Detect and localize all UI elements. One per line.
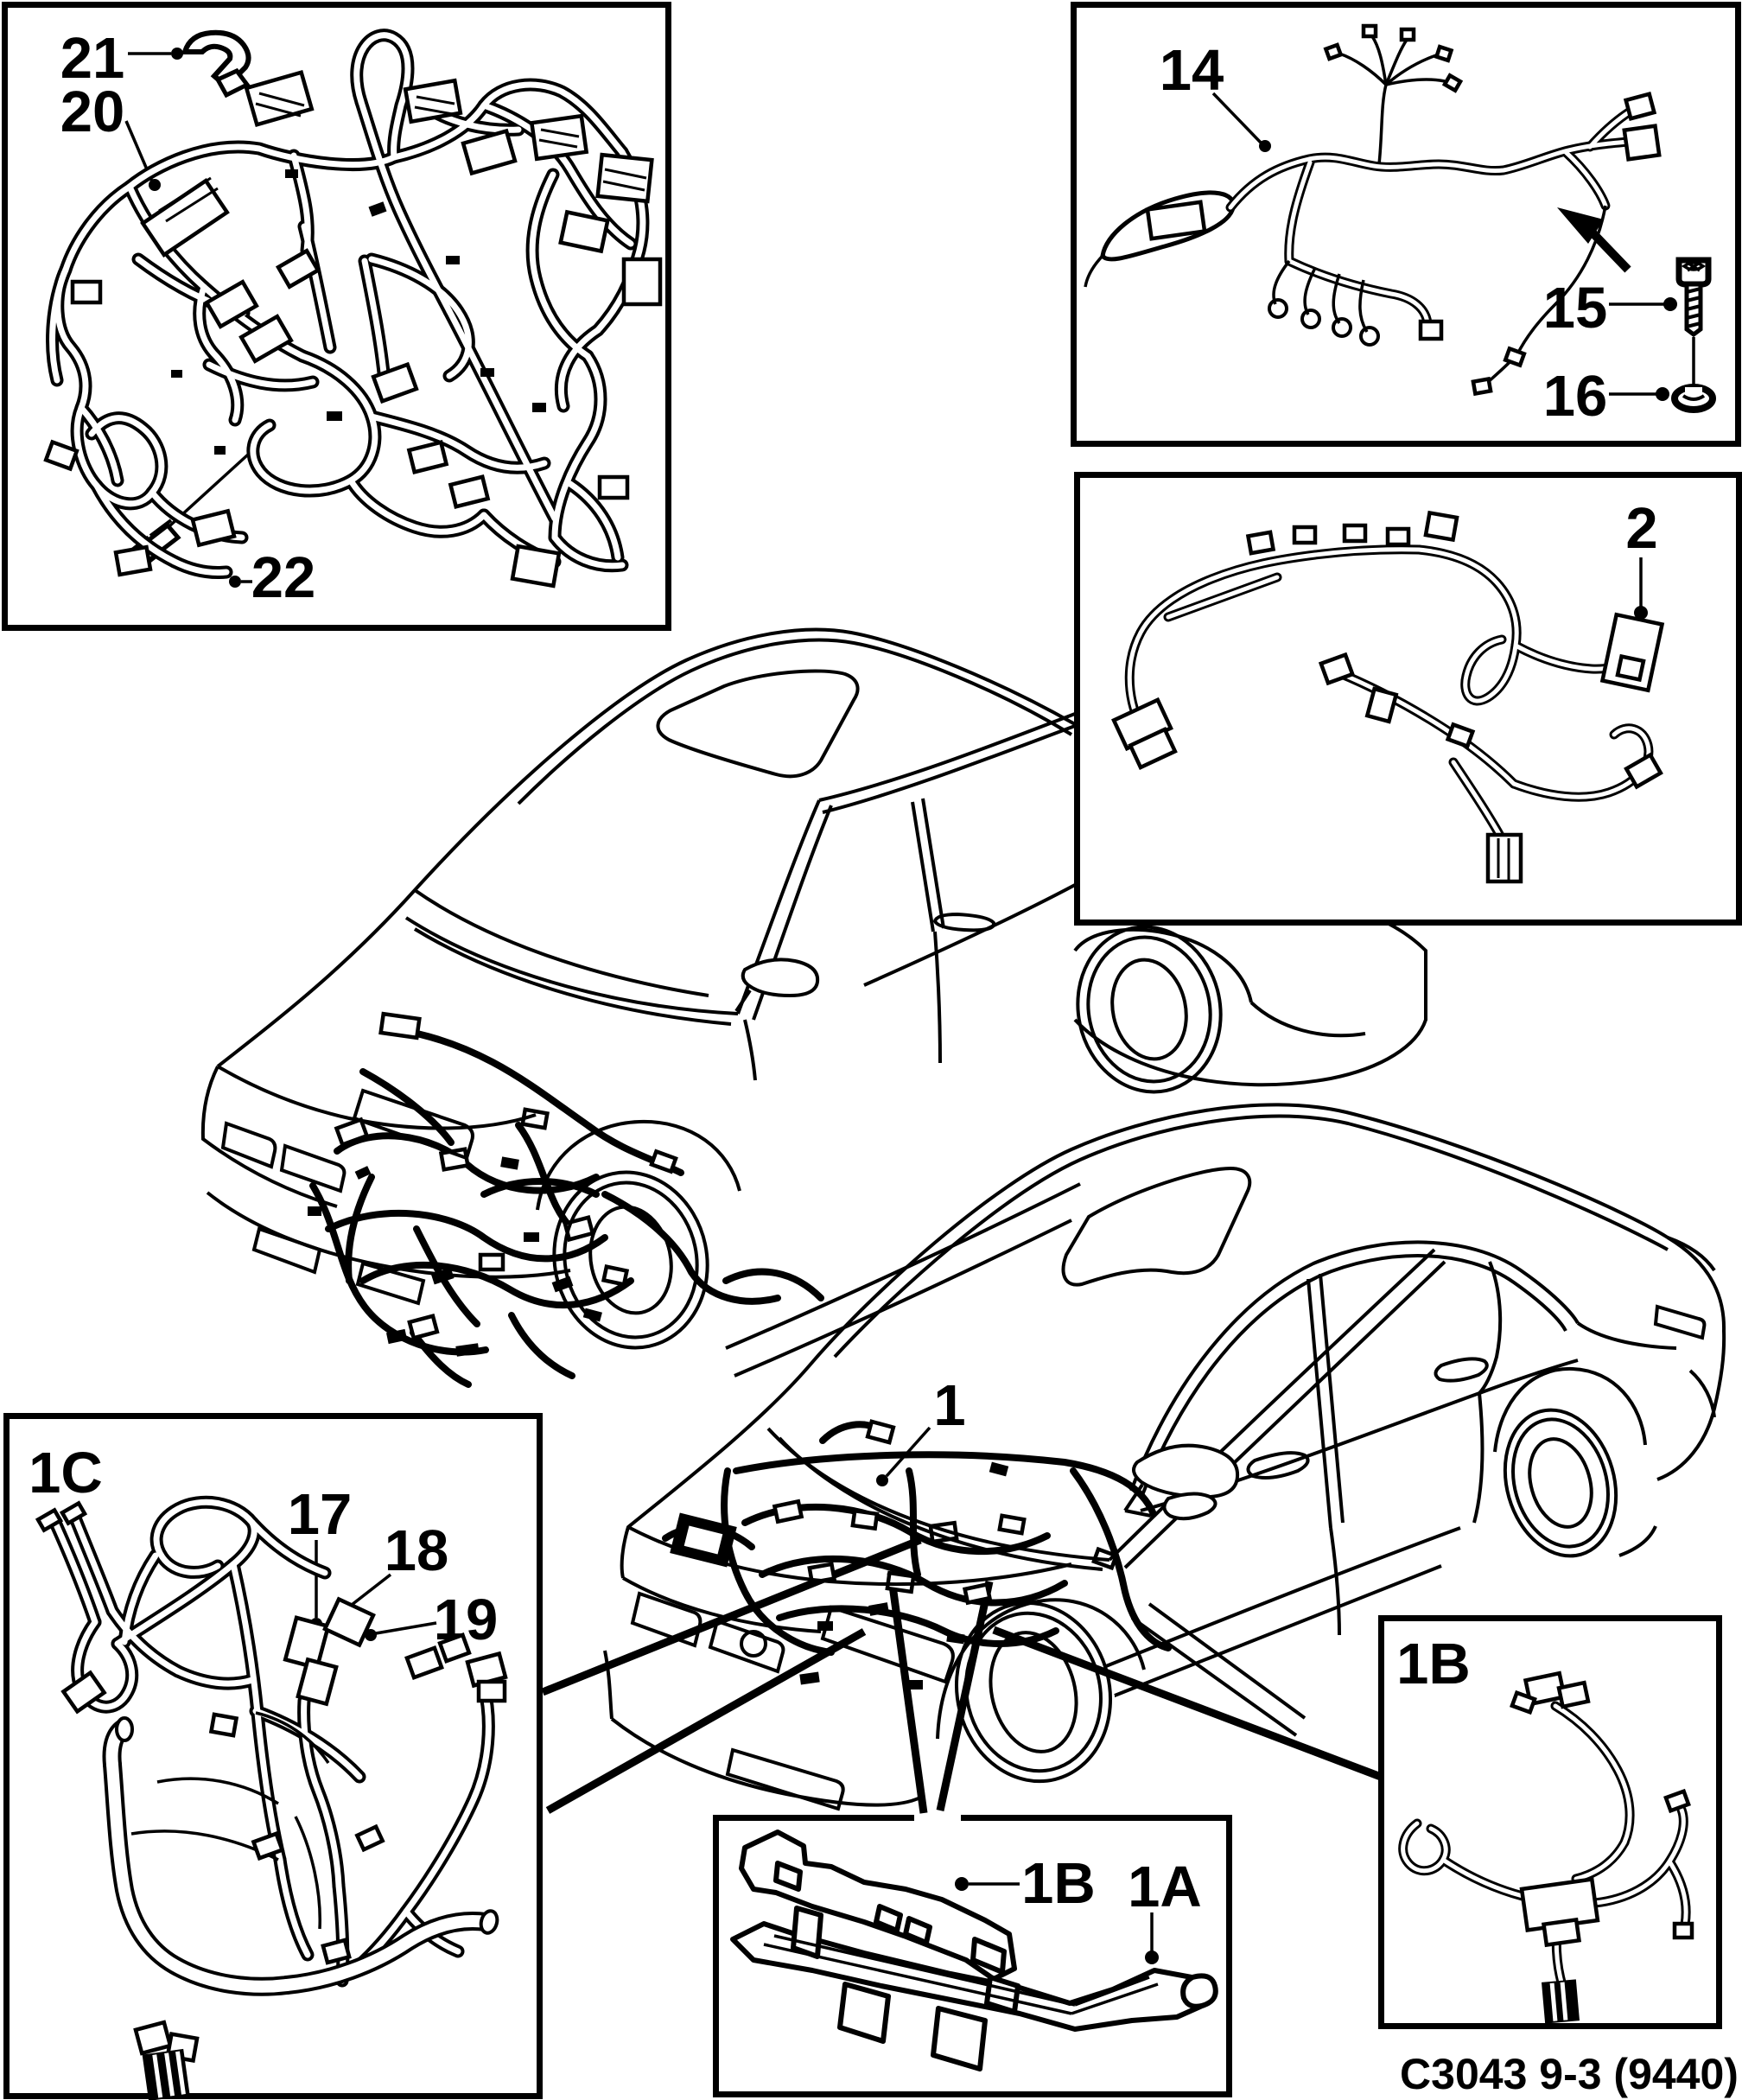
svg-text:1A: 1A <box>1128 1855 1202 1919</box>
svg-text:15: 15 <box>1543 276 1608 340</box>
svg-text:16: 16 <box>1543 364 1608 429</box>
svg-text:C3043 9-3 (9440): C3043 9-3 (9440) <box>1400 2050 1739 2098</box>
svg-text:20: 20 <box>60 80 125 144</box>
svg-text:1B: 1B <box>1396 1632 1471 1696</box>
svg-text:18: 18 <box>385 1518 449 1583</box>
svg-text:1C: 1C <box>29 1441 103 1505</box>
svg-text:2: 2 <box>1625 496 1657 561</box>
svg-text:14: 14 <box>1160 38 1224 103</box>
svg-text:21: 21 <box>60 26 125 91</box>
svg-text:1B: 1B <box>1021 1851 1096 1916</box>
svg-text:22: 22 <box>251 545 316 610</box>
svg-text:17: 17 <box>288 1482 353 1547</box>
svg-text:1: 1 <box>933 1373 965 1438</box>
